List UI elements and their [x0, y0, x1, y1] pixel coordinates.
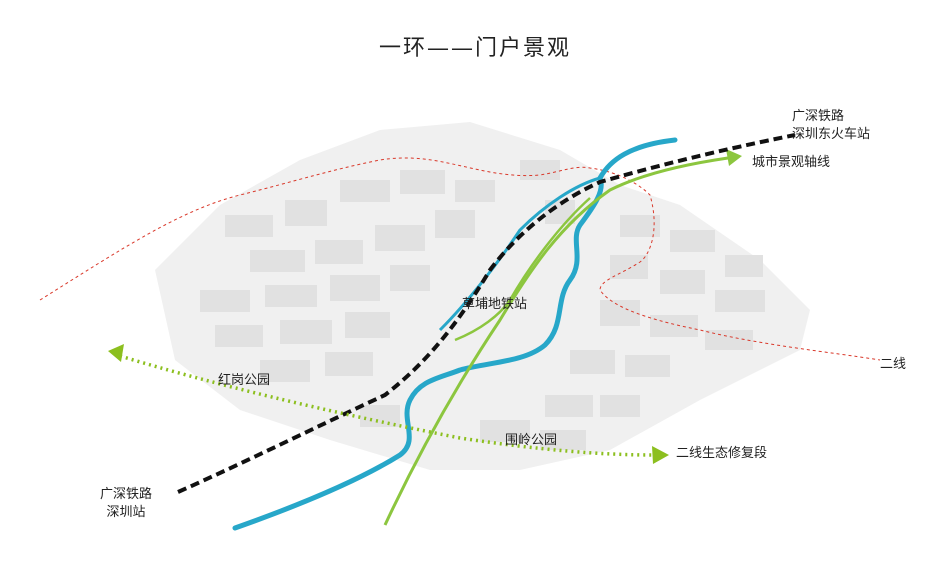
city-axis-branch	[454, 197, 591, 342]
eco-arrow-left	[108, 344, 124, 362]
city-axis-arrow	[726, 149, 742, 166]
building-blocks	[200, 160, 765, 450]
eco-arrow-right	[652, 446, 669, 464]
label-weiling-park: 围岭公园	[505, 433, 558, 448]
urban-base-area	[155, 122, 810, 470]
label-rail-south-line1: 广深铁路	[100, 487, 153, 502]
label-rail-north-line2: 深圳东火车站	[792, 127, 871, 142]
label-rail-north: 广深铁路 深圳东火车站	[792, 108, 870, 144]
label-metro-station: 草埔地铁站	[462, 297, 528, 312]
railway-line	[177, 133, 796, 494]
label-honggang-park: 红岗公园	[218, 373, 271, 388]
river-branch	[438, 176, 601, 332]
label-second-line: 二线	[880, 357, 907, 372]
second-line-boundary	[39, 157, 881, 361]
page-title: 一环——门户景观	[378, 36, 571, 61]
label-eco-section: 二线生态修复段	[676, 446, 768, 461]
river	[232, 137, 678, 531]
label-rail-south-line2: 深圳站	[106, 505, 146, 520]
label-rail-north-line1: 广深铁路	[792, 109, 845, 124]
label-city-axis: 城市景观轴线	[752, 155, 831, 170]
city-axis-line	[383, 156, 729, 526]
label-rail-south: 广深铁路 深圳站	[100, 486, 152, 522]
